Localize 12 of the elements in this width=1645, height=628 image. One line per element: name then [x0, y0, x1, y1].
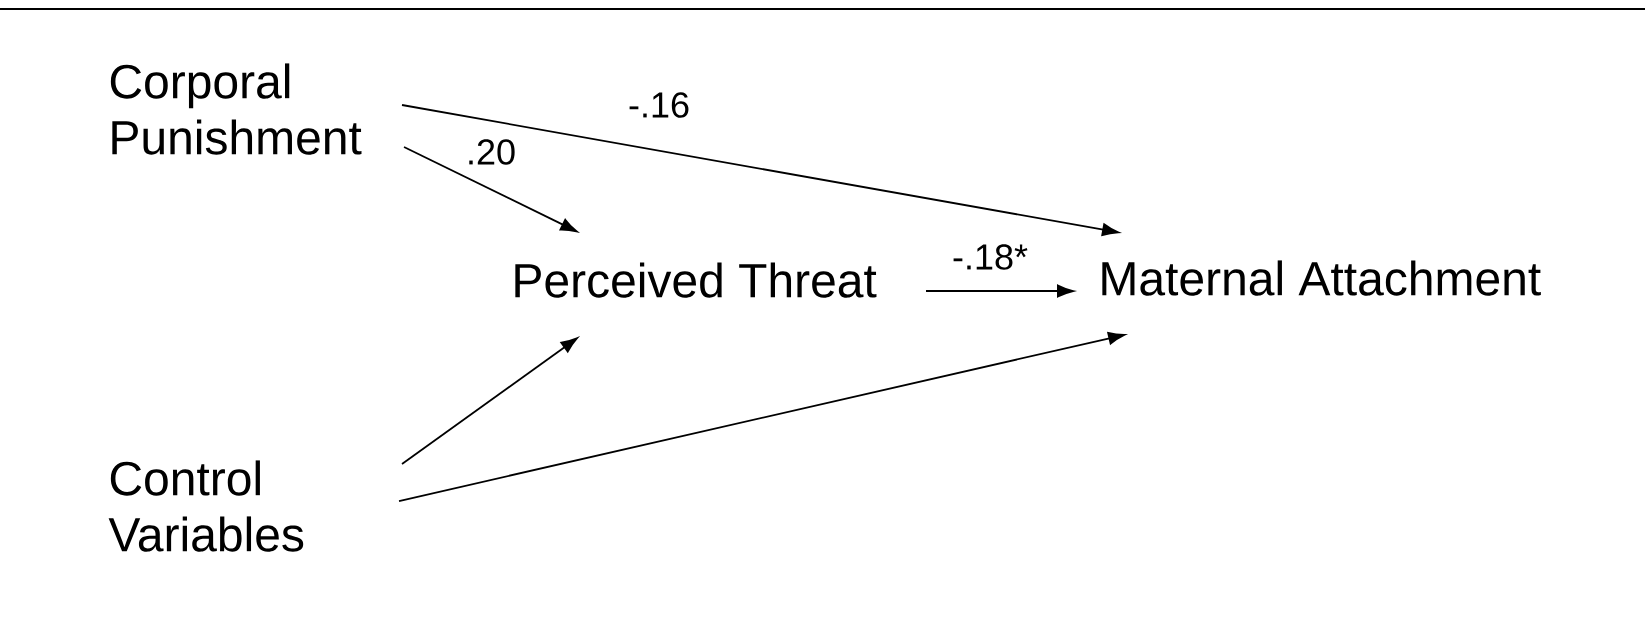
arrow	[925, 284, 1074, 298]
arrow	[401, 337, 578, 465]
arrow	[401, 104, 1119, 236]
edge-label: .20	[464, 137, 519, 167]
variable-label: Perceived Threat	[515, 262, 877, 298]
edge-label: -.18*	[950, 242, 1031, 272]
arrow	[398, 332, 1126, 502]
edge-label: -.16	[626, 90, 692, 120]
variable-label: Control Variables	[108, 460, 304, 552]
arrow	[403, 146, 578, 233]
variable-label: Corporal Punishment	[110, 63, 362, 155]
variable-label: Maternal Attachment	[1102, 260, 1541, 296]
